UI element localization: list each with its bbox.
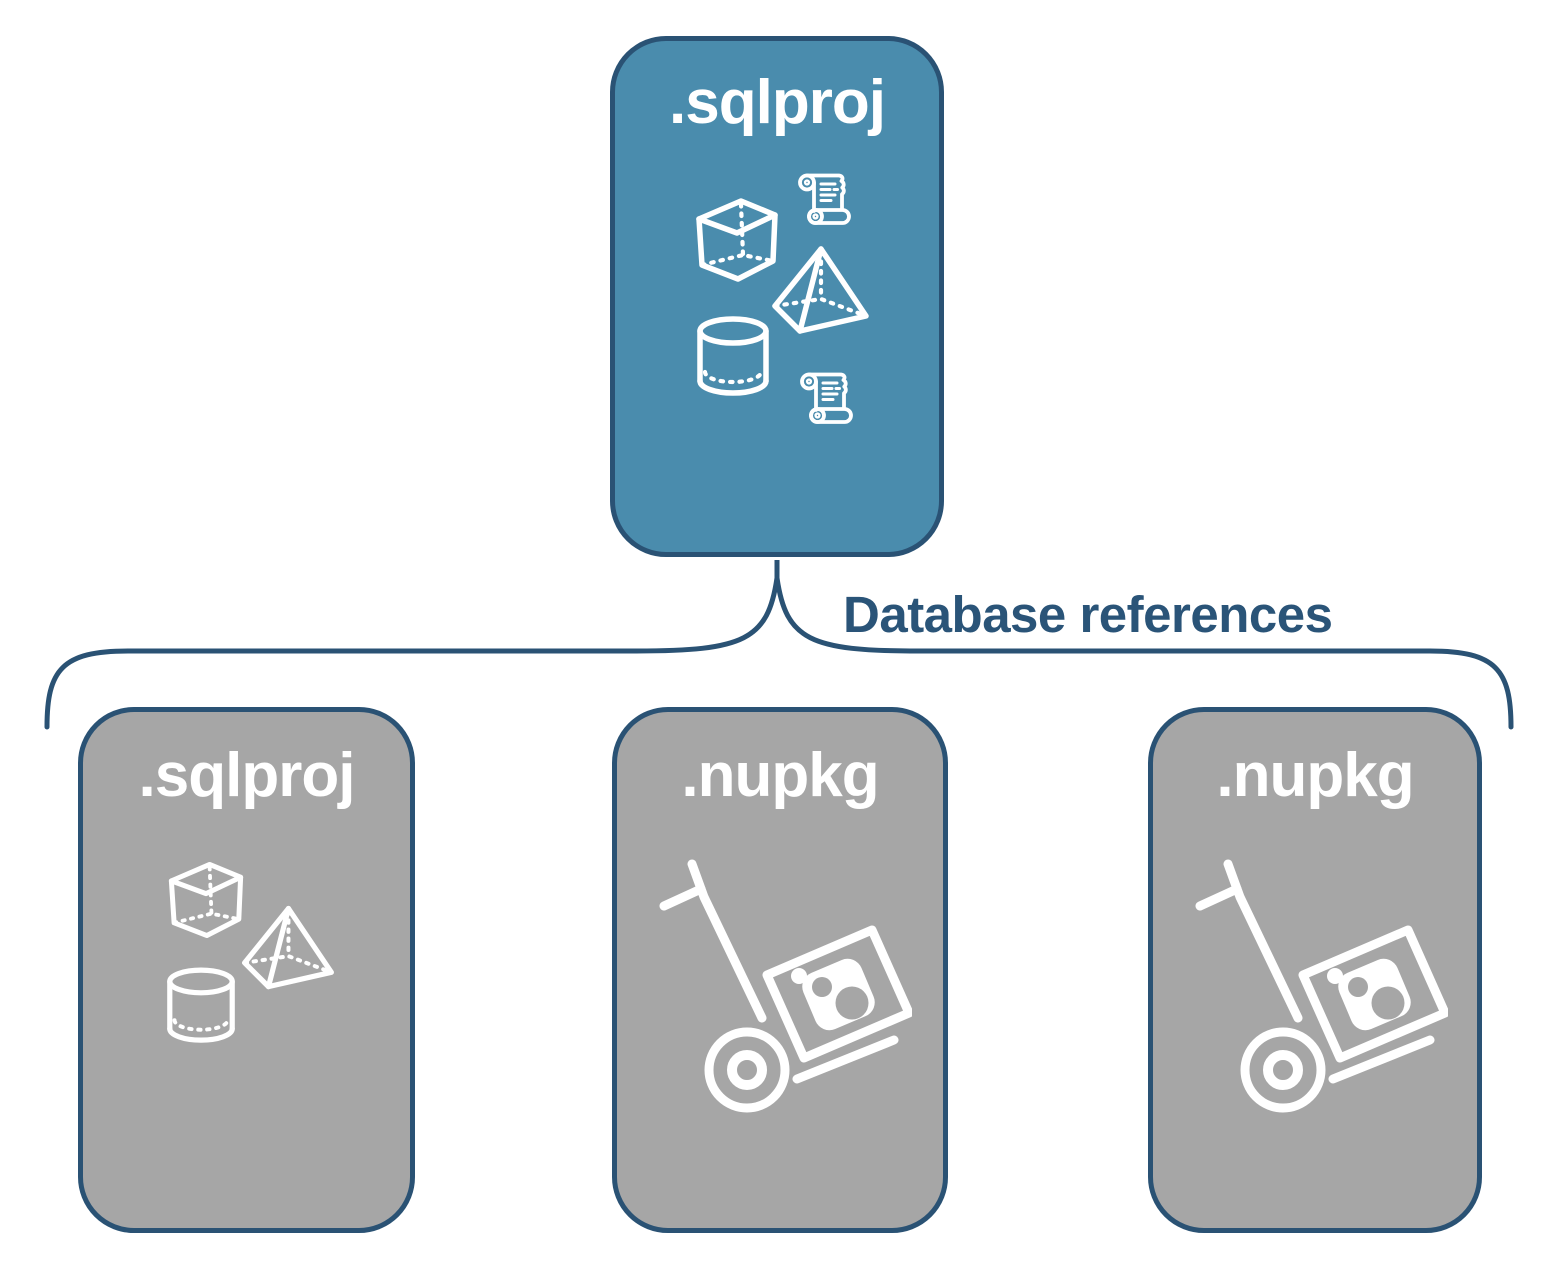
node-sqlproj-parent: .sqlproj [610,36,944,557]
script-scroll-icon [794,169,858,227]
script-scroll-icon [796,368,860,426]
node-sqlproj-child: .sqlproj [78,707,415,1233]
node-sqlproj-child-label: .sqlproj [138,741,356,810]
package-handtruck-icon [1188,857,1448,1117]
node-nupkg-1: .nupkg [612,707,948,1233]
package-handtruck-icon [652,857,912,1117]
connector-label: Database references [843,586,1333,643]
cylinder-icon [696,316,770,400]
cube-icon [163,859,249,941]
node-nupkg-2: .nupkg [1148,707,1482,1233]
node-sqlproj-parent-label: .sqlproj [669,68,886,137]
node-nupkg-1-label: .nupkg [681,741,879,810]
node-nupkg-2-label: .nupkg [1216,741,1414,810]
cylinder-icon [166,967,236,1047]
pyramid-icon [238,903,338,995]
pyramid-icon [768,244,873,339]
